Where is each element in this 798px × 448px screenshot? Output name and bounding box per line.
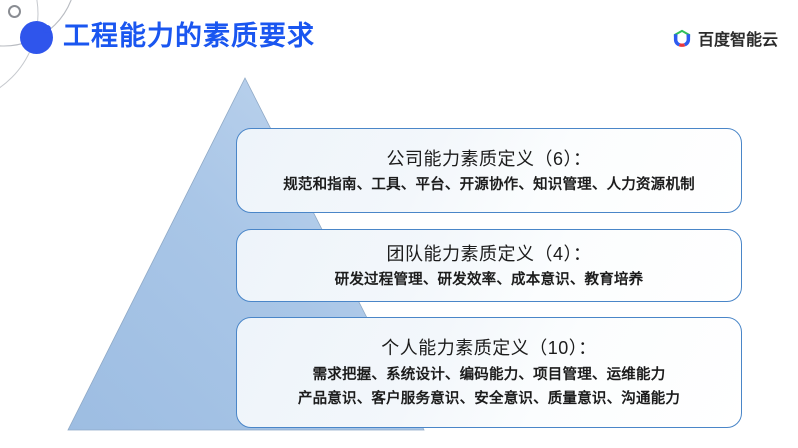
box-title-individual: 个人能力素质定义（10）：	[381, 338, 597, 358]
box-title-team: 团队能力素质定义（4）：	[386, 243, 592, 264]
box-line-individual-1: 需求把握、系统设计、编码能力、项目管理、运维能力	[312, 367, 666, 383]
brand-name: 百度智能云	[697, 32, 778, 49]
box-line-company-1: 规范和指南、工具、平台、开源协作、知识管理、人力资源机制	[283, 176, 695, 193]
brand-logo: 百度智能云	[672, 26, 778, 50]
box-title-company: 公司能力素质定义（6）：	[386, 148, 592, 169]
capability-box-team[interactable]: 团队能力素质定义（4）： 研发过程管理、研发效率、成本意识、教育培养	[236, 229, 742, 302]
box-line-individual-2: 产品意识、客户服务意识、安全意识、质量意识、沟通能力	[297, 391, 681, 407]
baidu-cloud-hexagon-logo	[672, 28, 692, 48]
box-line-team-1: 研发过程管理、研发效率、成本意识、教育培养	[334, 271, 644, 288]
capability-box-individual[interactable]: 个人能力素质定义（10）： 需求把握、系统设计、编码能力、项目管理、运维能力 产…	[236, 317, 742, 428]
capability-box-company[interactable]: 公司能力素质定义（6）： 规范和指南、工具、平台、开源协作、知识管理、人力资源机…	[236, 128, 742, 213]
page-title: 工程能力的素质要求	[63, 21, 315, 51]
